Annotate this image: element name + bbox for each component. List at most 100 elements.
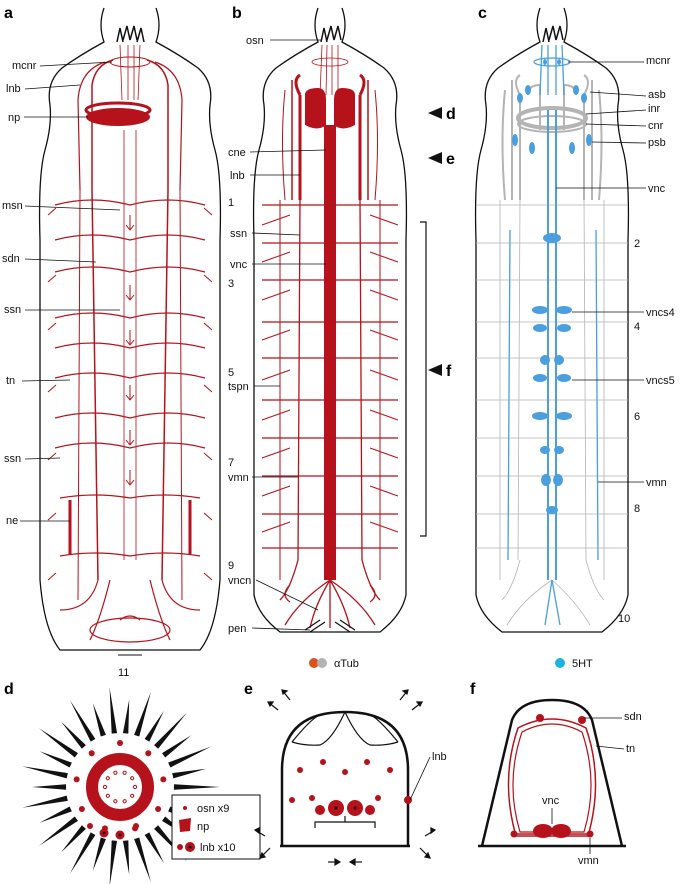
panel-d-letter: d [4,681,14,698]
panel-a-segment-11: 11 [118,667,129,679]
panel-b-label-lnb: lnb [230,170,245,182]
panel-c-label-inr: inr [648,103,661,115]
panel-d-osn-dot [145,750,152,757]
panel-d-spike [122,699,130,734]
legend-np-label: np [197,821,209,833]
panel-a-segment-7: 7 [228,457,234,469]
panel-a-label-lnb: lnb [6,83,21,95]
panel-c-label-mcnr: mcnr [646,55,671,67]
panel-b-label-vnc: vnc [230,259,248,271]
panel-d-spike [39,816,78,846]
panel-b-arrow-e-label: e [446,151,455,168]
panel-a-body-outline [38,7,222,651]
panel-d-spike [168,746,212,768]
panel-d-lnb-dot [87,823,93,829]
panel-f: f sdn tn vnc vmn [470,681,642,867]
panel-a-label-sdn: sdn [2,253,20,265]
panel-d-osn-dot [73,776,80,783]
panel-b: b [228,5,456,635]
panel-d-inner-dot [113,799,118,804]
panel-a-head-bristles [116,25,145,43]
panel-d-spike [39,751,72,768]
panel-d-spike [134,691,151,737]
panel-a-label-np: np [8,112,20,124]
panel-d-spike [70,700,96,742]
panel-c-label-cnr: cnr [648,120,664,132]
panel-d-spike [39,728,78,758]
panel-d-spike [61,721,86,749]
panel-d-spike [144,710,164,742]
panel-b-label-ssn: ssn [230,228,247,240]
legend-np-icon [179,818,191,832]
panel-c-segment-10: 10 [618,613,630,625]
panel-c-segment-8: 8 [634,503,640,515]
panel-d-inner-dot [122,799,127,804]
panel-b-label-vncn: vncn [228,575,251,587]
panel-b-label-cne: cne [228,147,246,159]
panel-f-outline [480,698,624,847]
panel-d-spike [32,784,67,790]
panel-d-spike [109,840,118,884]
legend-osn-label: osn x9 [197,803,229,815]
panel-d-inner-dot [132,784,138,790]
panel-e: e lnb [244,681,447,867]
panel-b-body-outline [252,7,408,633]
panel-a: a [2,5,234,679]
panel-a-label-tn: tn [6,375,15,387]
panel-d-nerve-ring [86,753,154,821]
panel-a-label-ne: ne [6,515,18,527]
panel-d-spike [70,832,96,874]
panel-d-spike [172,768,207,779]
panel-d-spike [92,837,106,871]
panel-d-osn-dot [160,776,167,783]
panel-f-label-vnc: vnc [542,795,560,807]
panel-a-segment-3: 3 [228,278,234,290]
panel-c-label-vncs5: vncs5 [646,375,675,387]
legend-5ht-label: 5HT [572,658,593,670]
panel-a-segment-1: 1 [228,197,234,209]
panel-a-label-msn: msn [2,200,23,212]
panel-d-inner-dot [105,776,110,781]
legend-osn-icon [183,806,187,810]
panel-d-inner-dot [113,770,118,775]
panel-d-inner-dot [130,793,135,798]
panel-e-letter: e [244,681,253,698]
panel-d-spike [173,784,220,790]
panel-e-label-lnb: lnb [432,751,447,763]
panel-a-label-ssn-2: ssn [4,453,21,465]
panel-d-spike [61,825,86,853]
panel-d: d osn x9 np lnb x10 [4,681,261,884]
panel-d-inner-dot [105,793,110,798]
panel-c-label-vncs4: vncs4 [646,307,675,319]
panel-c-segment-6: 6 [634,411,640,423]
legend-lnb-small-icon [177,844,183,850]
panel-d-spike [39,806,72,823]
panel-b-label-tspn: tspn [228,381,249,393]
panel-d-spike [134,837,151,883]
panel-c-segment-4: 4 [634,321,640,333]
panel-b-arrow-e-icon [428,152,442,164]
panel-d-spike [162,735,192,758]
panel-d-spike [144,832,164,864]
legend-atub-label: αTub [334,658,359,670]
panel-a-segment-9: 9 [228,560,234,572]
panel-d-osn-dot [88,750,95,757]
panel-b-arrow-d-icon [428,107,442,119]
panel-d-spike [92,703,106,737]
panel-b-label-vmn: vmn [228,472,249,484]
panel-a-segment-5: 5 [228,367,234,379]
legend-cyan-dot [555,658,565,668]
panel-b-bracket [420,221,427,537]
panel-d-lnb-core [102,831,106,835]
panel-f-label-vmn: vmn [578,855,599,867]
panel-d-inner-dot [102,784,108,790]
panel-d-spike [122,840,130,875]
panel-d-osn-dot [117,740,123,746]
panel-c: c [474,5,675,633]
panel-f-tn-outer [507,718,597,837]
panel-c-label-vnc: vnc [648,183,666,195]
panel-d-inner-dot [130,776,135,781]
panel-a-letter: a [4,5,13,22]
legend-lnb-label: lnb x10 [200,842,235,854]
panel-d-lnb-core [118,833,122,837]
